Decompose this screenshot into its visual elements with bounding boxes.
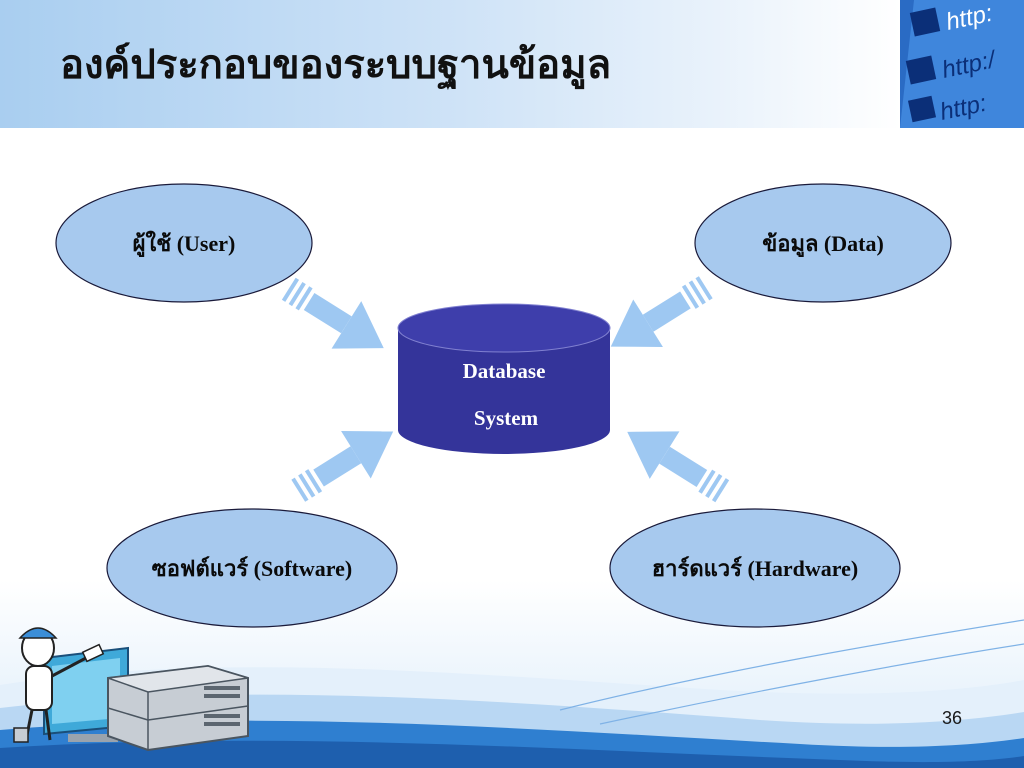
footer-wave-background (0, 580, 1024, 768)
node-data: ข้อมูล (Data) (694, 183, 952, 303)
slide-header: องค์ประกอบของระบบฐานข้อมูล http: http:/ … (0, 0, 1024, 128)
arrow-software-to-db (291, 431, 394, 502)
arrow-user-to-db (281, 277, 384, 349)
node-user: ผู้ใช้ (User) (55, 183, 313, 303)
database-label-line-2: System (474, 406, 539, 430)
database-label-line-1: Database (463, 359, 546, 383)
database-cylinder: Database System (397, 303, 611, 454)
database-system-diagram: Database System ผู้ใช้ (User) ข้อมูล (Da… (55, 183, 952, 628)
slide-number: 36 (941, 708, 962, 728)
node-hardware: ฮาร์ดแวร์ (Hardware) (609, 508, 901, 628)
browser-url-image: http: http:/ http: (900, 0, 1024, 128)
arrow-hardware-to-db (627, 431, 730, 503)
technician-with-server-clipart (13, 627, 249, 752)
arrow-data-to-db (610, 276, 713, 347)
node-software-label: ซอฟต์แวร์ (Software) (152, 556, 352, 581)
node-software: ซอฟต์แวร์ (Software) (106, 508, 398, 628)
node-hardware-label: ฮาร์ดแวร์ (Hardware) (652, 556, 859, 581)
node-data-label: ข้อมูล (Data) (762, 231, 884, 258)
node-user-label: ผู้ใช้ (User) (133, 230, 236, 258)
slide-title: องค์ประกอบของระบบฐานข้อมูล (60, 41, 612, 88)
